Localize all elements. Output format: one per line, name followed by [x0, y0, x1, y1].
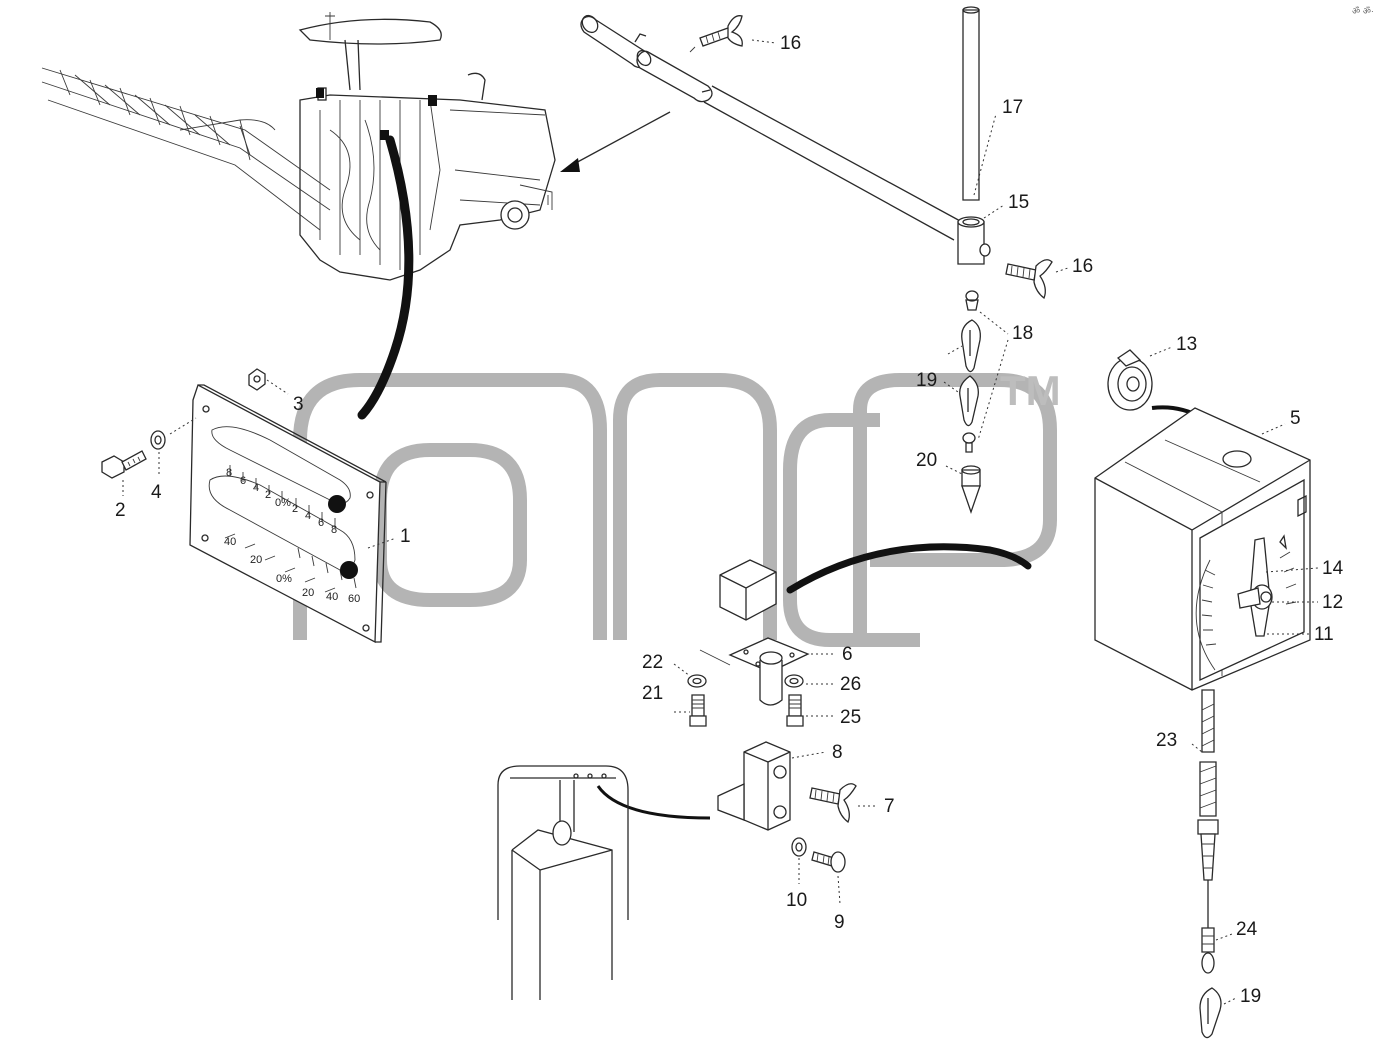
scale-lower-3: 20: [302, 587, 314, 599]
callout-26: 26: [840, 674, 861, 695]
callout-20: 20: [916, 450, 937, 471]
callout-15: 15: [1008, 192, 1029, 213]
cable-end-part-24: [1201, 927, 1215, 974]
callout-4: 4: [151, 482, 162, 503]
callout-24: 24: [1236, 919, 1258, 940]
scale-lower-0: 40: [224, 536, 236, 548]
callout-16-side: 16: [1072, 256, 1093, 277]
scale-upper-3: 2: [265, 489, 271, 501]
connector-curve-post-bracket: [596, 785, 711, 820]
cable-sleeve-part-23: [1197, 689, 1219, 928]
scale-upper-8: 8: [331, 524, 337, 536]
connector-curve-machine-clinometer: [357, 135, 414, 420]
callout-13: 13: [1176, 334, 1197, 355]
eye-bolt-part-18-upper: [965, 290, 979, 311]
upright-rod-part-17: [962, 6, 980, 201]
callout-22: 22: [642, 652, 663, 673]
callout-16-top: 16: [780, 33, 801, 54]
callout-labels: 1 2 3 4 5 6 7 8 9 10 11 12 13 14 15 16 1…: [115, 33, 1344, 1007]
callout-8: 8: [832, 742, 843, 763]
wing-bolt-part-16-side: [1005, 259, 1053, 300]
callout-23: 23: [1156, 730, 1177, 751]
scale-upper-0: 8: [226, 467, 232, 479]
snap-hook-part-19-lower: [959, 375, 979, 427]
callout-18: 18: [1012, 323, 1033, 344]
wing-bolt-part-16-top: [699, 15, 743, 47]
scale-upper-7: 6: [318, 517, 324, 529]
washer-part-10: [791, 837, 807, 857]
mounting-post: [497, 765, 629, 1000]
callout-17: 17: [1002, 97, 1023, 118]
callout-6: 6: [842, 644, 853, 665]
scale-lower-2: 0%: [276, 573, 292, 585]
callout-9: 9: [834, 912, 845, 933]
scale-lower-4: 40: [326, 591, 338, 603]
clinometer-plate: 8 6 4 2 0% 2 4 6 8 40 20 0% 20 40 60: [189, 384, 387, 644]
washer-part-4: [150, 430, 166, 450]
watermark-logo: TM: [293, 367, 1061, 647]
scale-lower-1: 20: [250, 554, 262, 566]
callout-19-bottom: 19: [1240, 986, 1261, 1007]
scale-upper-2: 4: [253, 482, 259, 494]
scale-upper-4: 0%: [275, 497, 291, 509]
scale-lower-5: 60: [348, 593, 360, 605]
bolt-part-25: [786, 694, 804, 727]
cable-reel-part-13: [1107, 349, 1153, 411]
clamp-collar-part-15: [957, 216, 991, 265]
callout-12: 12: [1322, 592, 1343, 613]
mounting-bracket-part-6: [699, 637, 810, 706]
callout-3: 3: [293, 394, 304, 415]
washer-part-26: [784, 674, 804, 688]
scale-upper-1: 6: [240, 475, 246, 487]
callout-2: 2: [115, 500, 126, 521]
leader-lines: [122, 39, 1319, 1005]
callout-5: 5: [1290, 408, 1301, 429]
snap-hook-part-19-upper: [961, 319, 981, 373]
sensor-block: [719, 559, 777, 621]
sensor-unit-part-5: [1094, 407, 1311, 691]
callout-7: 7: [884, 796, 895, 817]
direction-arrow: [560, 111, 671, 172]
callout-14: 14: [1322, 558, 1344, 579]
plumb-bob-part-20: [961, 465, 981, 514]
nut-part-3: [248, 368, 266, 391]
screw-part-2: [101, 450, 147, 479]
trademark-mark: TM: [1000, 367, 1061, 414]
screw-part-9: [811, 851, 846, 873]
scale-upper-5: 2: [292, 503, 298, 515]
callout-1: 1: [400, 526, 411, 547]
pipe-sleeve-assembly: [580, 14, 963, 241]
bolt-part-21: [689, 694, 707, 727]
snap-hook-part-19-bottom: [1199, 987, 1222, 1039]
corner-stamp: ॐ ॐ·: [1352, 6, 1374, 16]
eye-bolt-part-18-lower: [962, 432, 976, 453]
callout-21: 21: [642, 683, 663, 704]
machine-illustration: [41, 12, 556, 281]
wing-bolt-part-7: [809, 783, 857, 824]
washer-part-22: [687, 674, 707, 688]
post-bracket-part-8: [717, 741, 791, 831]
callout-25: 25: [840, 707, 861, 728]
callout-19-upper: 19: [916, 370, 937, 391]
scale-upper-6: 4: [305, 510, 311, 522]
callout-10: 10: [786, 890, 807, 911]
connector-curve-block-sensor: [786, 543, 1032, 594]
callout-11: 11: [1314, 624, 1334, 645]
